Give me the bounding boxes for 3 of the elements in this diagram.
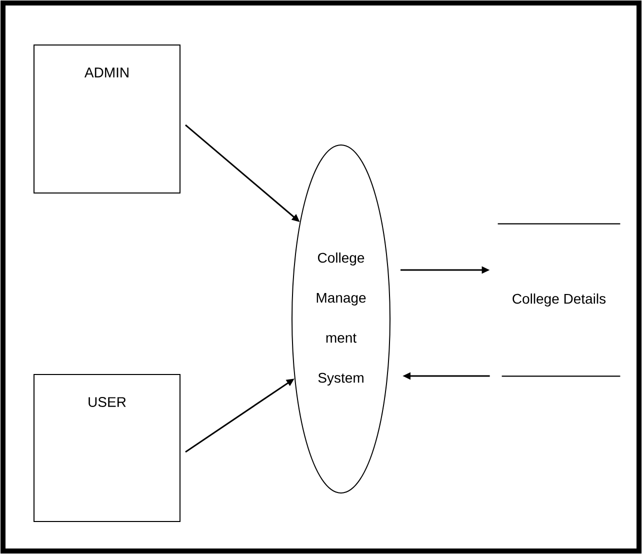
data-store: College Details (498, 223, 620, 377)
entity-box: USER (34, 374, 180, 522)
entity-box: ADMIN (34, 44, 180, 194)
